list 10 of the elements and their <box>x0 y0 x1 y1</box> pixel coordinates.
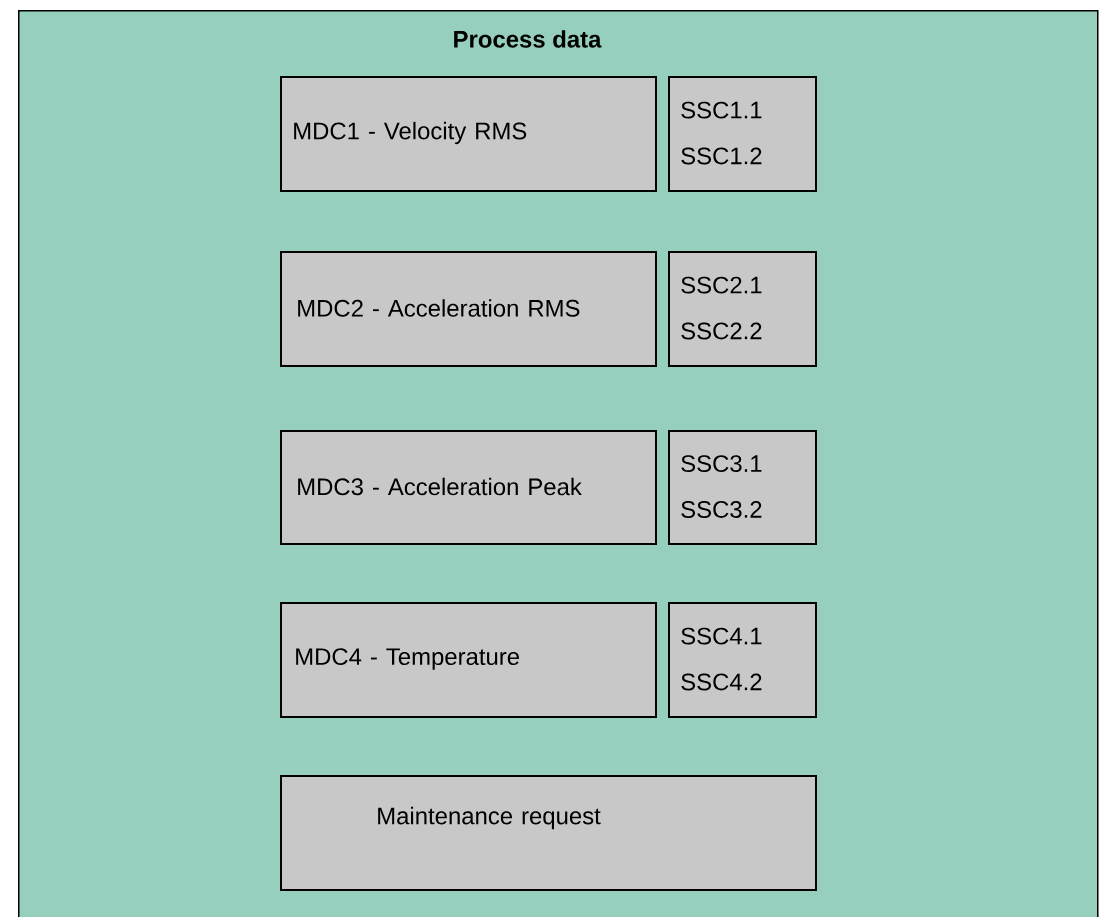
data-box: MDC4 - Temperature <box>280 602 657 718</box>
list-box: SSC4.1 SSC4.2 <box>668 602 817 718</box>
data-box: Maintenance request <box>280 775 817 891</box>
list-box: SSC3.1 SSC3.2 <box>668 430 817 545</box>
panel-title: Process data <box>454 30 602 48</box>
list-box: SSC1.1 SSC1.2 <box>668 76 817 192</box>
data-box: MDC2 - Acceleration RMS <box>280 251 657 367</box>
data-box: MDC3 - Acceleration Peak <box>280 430 657 545</box>
data-box: MDC1 - Velocity RMS <box>280 76 657 192</box>
list-box: SSC2.1 SSC2.2 <box>668 251 817 367</box>
